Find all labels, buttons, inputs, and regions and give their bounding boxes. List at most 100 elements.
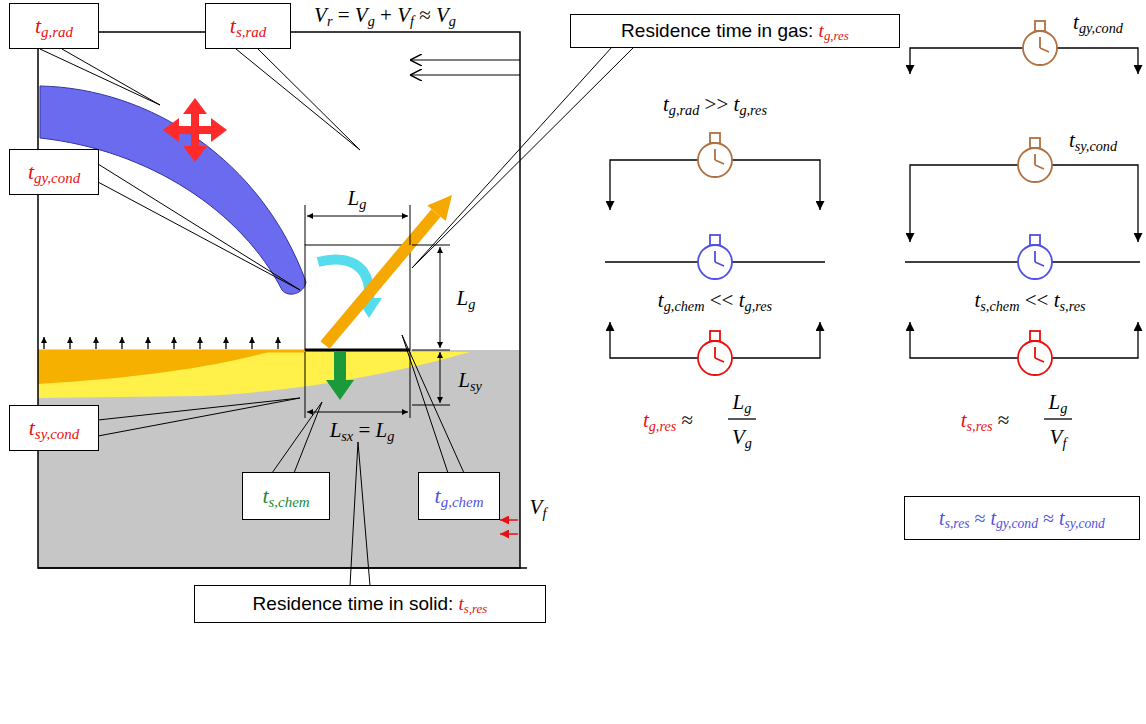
- math-symbol: tg,rad: [663, 92, 699, 116]
- symbol-subscript: f: [1062, 434, 1066, 450]
- leader-wedge: [350, 442, 370, 586]
- callout-box: ts,chem: [242, 472, 330, 520]
- text-run: =: [332, 3, 354, 27]
- head: [183, 98, 207, 114]
- timing-arrow: [910, 165, 1018, 242]
- flux-arrow: [43, 337, 44, 349]
- math-symbol: ts,rad: [230, 13, 266, 38]
- symbol-subscript: sy,cond: [1064, 516, 1104, 531]
- text-run: ≈: [1038, 507, 1059, 529]
- symbol-subscript: sx: [341, 427, 353, 443]
- annotation-label: Lg: [1049, 390, 1068, 414]
- symbol-base: t: [961, 408, 967, 432]
- flux-arrow: [121, 337, 122, 349]
- symbol-subscript: s,res: [967, 417, 993, 433]
- symbol-subscript: sy,cond: [1075, 137, 1117, 153]
- symbol-subscript: g: [745, 434, 752, 450]
- leader-wedge: [98, 164, 300, 290]
- math-symbol: tsy,cond: [1069, 128, 1117, 152]
- symbol-subscript: g,rad: [41, 24, 73, 40]
- symbol-base: t: [29, 415, 35, 440]
- math-symbol: ts,chem: [262, 483, 309, 508]
- furnace-floor: [38, 567, 527, 569]
- annotation-label: Lg: [457, 286, 476, 310]
- math-symbol: Vf: [397, 3, 414, 27]
- symbol-base: t: [28, 159, 34, 184]
- timing-arrow: [610, 160, 698, 210]
- callout-box: tg,rad: [9, 3, 99, 49]
- bed-surface: [38, 350, 305, 353]
- flux-arrow: [147, 337, 148, 349]
- math-symbol: Vf: [530, 495, 547, 519]
- text-run: ≈: [676, 408, 693, 432]
- radiation-arrow: [163, 98, 227, 162]
- math-symbol: tg,chem: [435, 483, 484, 508]
- timing-arrow: [1052, 165, 1138, 242]
- solid-reaction-arrow: [334, 352, 346, 382]
- symbol-base: t: [1059, 507, 1065, 529]
- extension-line: [305, 352, 306, 418]
- symbol-base: V: [1050, 425, 1063, 449]
- annotation-label: Vr = Vg + Vf ≈ Vg: [314, 3, 456, 27]
- text-run: +: [375, 3, 397, 27]
- symbol-subscript: s,res: [945, 516, 970, 531]
- text-run: ≈: [414, 3, 436, 27]
- extension-line: [410, 352, 411, 418]
- symbol-base: V: [355, 3, 368, 27]
- dimension-line: [307, 412, 408, 413]
- hot-layer: [38, 352, 268, 384]
- flux-arrow: [173, 337, 174, 349]
- math-symbol: Vf: [1050, 425, 1067, 449]
- symbol-subscript: g: [387, 427, 394, 443]
- text-run: >>: [699, 92, 733, 116]
- leader-wedge: [402, 335, 464, 473]
- symbol-subscript: g: [1060, 399, 1067, 415]
- symbol-base: V: [436, 3, 449, 27]
- math-symbol: tsy,cond: [29, 415, 80, 440]
- math-symbol: tg,rad: [35, 13, 73, 38]
- callout-text: ts,chem: [262, 483, 309, 508]
- solid-bed: [38, 350, 520, 568]
- symbol-subscript: sy: [470, 377, 482, 393]
- annotation-label: Lsy: [458, 368, 482, 392]
- annotation-label: Vg: [732, 425, 752, 449]
- flux-arrow: [69, 337, 70, 349]
- solid-reaction-head: [326, 380, 354, 400]
- math-symbol: ts,res: [961, 408, 993, 432]
- symbol-subscript: r: [327, 12, 333, 28]
- symbol-base: t: [1069, 128, 1075, 152]
- symbol-subscript: g: [368, 12, 375, 28]
- head: [211, 118, 227, 142]
- timing-arrow: [1052, 322, 1138, 358]
- symbol-subscript: gy,cond: [34, 170, 80, 186]
- symbol-subscript: sy,cond: [35, 426, 79, 442]
- shaft: [178, 126, 195, 134]
- symbol-subscript: s,res: [1060, 297, 1086, 313]
- math-symbol: tg,res: [819, 20, 849, 41]
- symbol-base: t: [262, 483, 268, 508]
- math-symbol: Vg: [436, 3, 456, 27]
- flux-arrow: [225, 337, 226, 349]
- timing-arrow: [1057, 48, 1138, 74]
- symbol-subscript: f: [410, 12, 414, 28]
- callout-box: Residence time in gas: tg,res: [570, 14, 900, 48]
- flux-arrow: [199, 337, 200, 349]
- math-symbol: Lsx: [330, 418, 354, 442]
- text-run: <<: [1020, 288, 1054, 312]
- symbol-subscript: g: [744, 399, 751, 415]
- symbol-base: t: [658, 288, 664, 312]
- math-symbol: Vr: [314, 3, 332, 27]
- clock-icon: [698, 133, 732, 177]
- timing-lines: [605, 48, 1140, 419]
- fraction-bar: [1044, 418, 1072, 419]
- extension-line: [305, 205, 306, 245]
- math-symbol: Lg: [1049, 390, 1068, 414]
- math-symbol: tg,res: [739, 288, 772, 312]
- dimension-line: [307, 216, 408, 217]
- callout-box: tg,chem: [418, 472, 500, 520]
- symbol-base: L: [457, 286, 469, 310]
- callout-text: Residence time in gas: tg,res: [621, 20, 849, 42]
- text-run: ≈: [993, 408, 1010, 432]
- math-symbol: Lsy: [458, 368, 482, 392]
